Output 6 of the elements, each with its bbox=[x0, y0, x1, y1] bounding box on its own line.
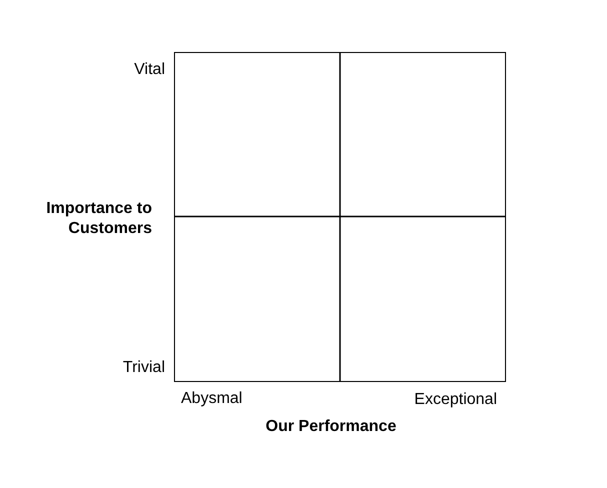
axis-tick-label: Trivial bbox=[122, 358, 165, 378]
axis-tick-label: Vital bbox=[134, 60, 165, 80]
axis-tick-label: Exceptional bbox=[414, 390, 497, 410]
axis-tick-label: Abysmal bbox=[181, 389, 242, 409]
axis-title: Importance to Customers bbox=[45, 199, 152, 239]
axis-title: Our Performance bbox=[264, 417, 398, 437]
